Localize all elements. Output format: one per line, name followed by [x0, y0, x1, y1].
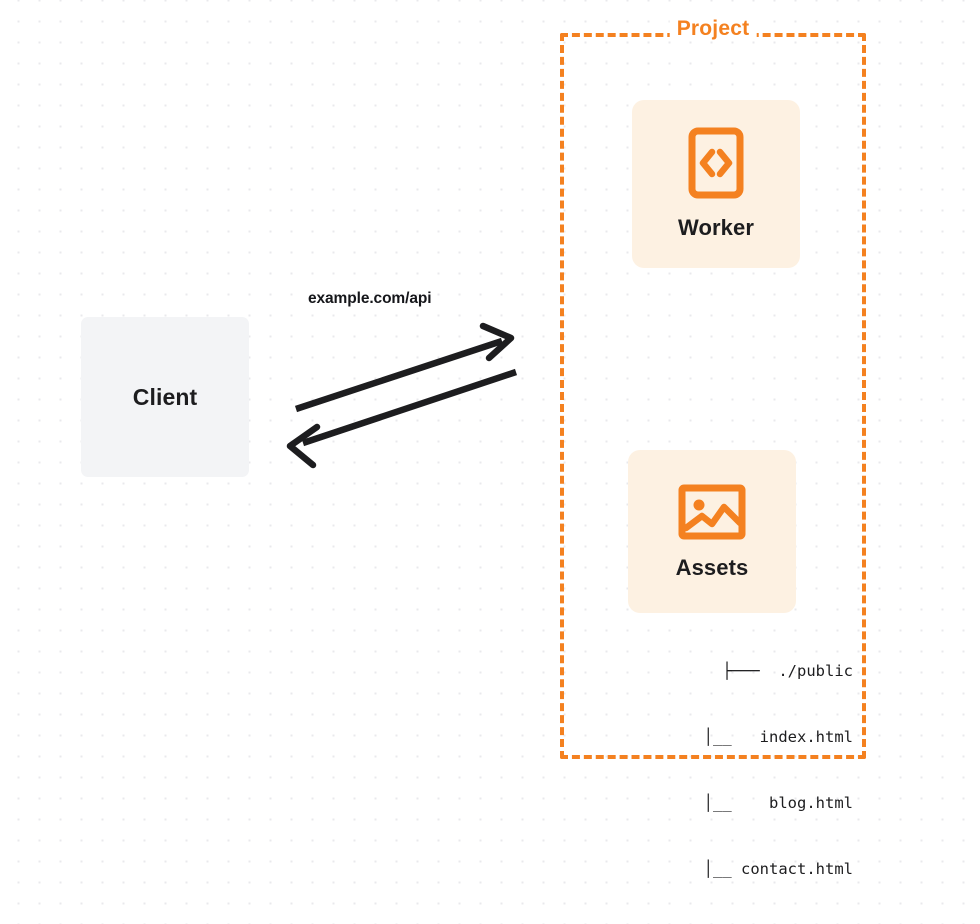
diagram-canvas: Client example.com/api Project Worker [81, 18, 866, 878]
client-label: Client [132, 383, 198, 410]
code-brackets-icon [688, 127, 744, 199]
worker-label: Worker [678, 215, 754, 240]
assets-file-tree: ├─── ./public │__ index.html │__ blog.ht… [608, 616, 853, 924]
request-arrow-icon [294, 322, 515, 413]
assets-node[interactable]: Assets [628, 450, 796, 613]
client-node[interactable]: Client [81, 317, 249, 477]
project-title: Project [669, 18, 757, 39]
image-picture-icon [678, 484, 746, 539]
project-group: Project Worker Assets ├─── ./public │__ … [560, 18, 866, 878]
file-tree-row: │__ index.html [675, 728, 853, 746]
file-tree-row: │__ contact.html [675, 860, 853, 878]
file-tree-row: │__ blog.html [675, 794, 853, 812]
connection-label: example.com/api [308, 290, 432, 307]
assets-label: Assets [675, 554, 749, 580]
worker-node[interactable]: Worker [632, 100, 800, 268]
response-arrow-icon [286, 368, 518, 469]
file-tree-row: ├─── ./public [722, 662, 853, 680]
